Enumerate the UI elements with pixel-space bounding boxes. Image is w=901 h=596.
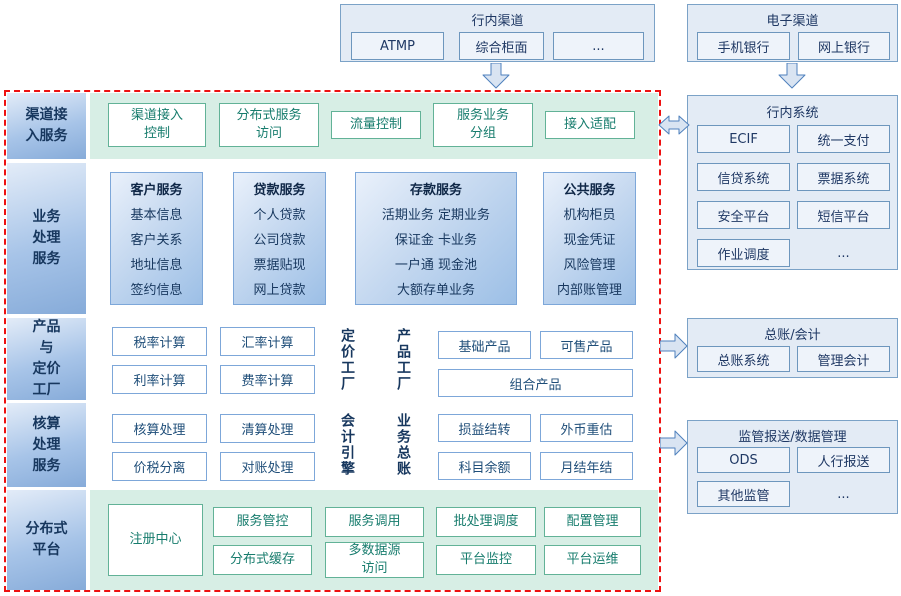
system-job-scheduling-box: 作业调度: [697, 239, 790, 267]
pboc-reporting-box: 人行报送: [797, 447, 890, 473]
sellable-product-box: 可售产品: [540, 331, 633, 359]
pricing-factory-vertical-label: 定价工厂: [339, 328, 355, 392]
row-label-platform: 分布式 平台: [7, 490, 86, 590]
bidirectional-arrow-icon: [658, 115, 690, 135]
panel-item: 大额存单业务: [396, 283, 475, 298]
gl-system-box: 总账系统: [697, 346, 790, 372]
fee-rate-calc-box: 费率计算: [220, 365, 315, 394]
system-ecif-box: ECIF: [697, 125, 790, 153]
fx-revaluation-box: 外币重估: [540, 414, 633, 442]
bank-systems-panel: 行内系统 ECIF 统一支付 信贷系统 票据系统 安全平台 短信平台 作业调度 …: [687, 95, 898, 270]
month-year-end-box: 月结年结: [540, 452, 633, 480]
reconciliation-box: 对账处理: [220, 452, 315, 481]
panel-title: 贷款服务: [253, 183, 306, 198]
multi-datasource-box: 多数据源 访问: [325, 542, 424, 578]
exchange-rate-calc-box: 汇率计算: [220, 327, 315, 356]
panel-item: 客户关系: [130, 233, 183, 248]
channel-access-control-box: 渠道接入 控制: [108, 103, 206, 147]
panel-title: 公共服务: [563, 183, 616, 198]
right-arrow-icon: [660, 333, 688, 359]
panel-item: 内部账管理: [556, 283, 622, 298]
panel-item: 票据贴现: [253, 258, 306, 273]
bank-channels-panel: 行内渠道 ATMP 综合柜面 ...: [340, 4, 655, 62]
flow-control-box: 流量控制: [331, 111, 421, 139]
panel-item: 现金凭证: [563, 233, 616, 248]
panel-title: 客户服务: [130, 183, 183, 198]
public-service-panel: 公共服务 机构柜员 现金凭证 风险管理 内部账管理: [543, 172, 636, 305]
panel-item: 网上贷款: [253, 283, 306, 298]
system-sms-box: 短信平台: [797, 201, 890, 229]
panel-item: 地址信息: [130, 258, 183, 273]
ledger-title: 总账/会计: [764, 328, 821, 343]
service-governance-box: 服务管控: [213, 507, 312, 537]
distributed-cache-box: 分布式缓存: [213, 545, 312, 575]
service-invocation-box: 服务调用: [325, 507, 424, 537]
account-balance-box: 科目余额: [438, 452, 531, 480]
panel-item: 个人贷款: [253, 208, 306, 223]
loan-service-panel: 贷款服务 个人贷款 公司贷款 票据贴现 网上贷款: [233, 172, 326, 305]
down-arrow-icon: [482, 63, 510, 89]
panel-item: 签约信息: [130, 283, 183, 298]
ods-box: ODS: [697, 447, 790, 473]
panel-item: 公司贷款: [253, 233, 306, 248]
pnl-carryover-box: 损益结转: [438, 414, 531, 442]
config-management-box: 配置管理: [544, 507, 641, 537]
panel-item: 一户通 现金池: [394, 258, 478, 273]
platform-operations-box: 平台运维: [544, 545, 641, 575]
product-factory-vertical-label: 产品工厂: [395, 328, 411, 392]
interest-rate-calc-box: 利率计算: [112, 365, 207, 394]
panel-item: 活期业务 定期业务: [381, 208, 491, 223]
service-grouping-box: 服务业务 分组: [433, 103, 533, 147]
management-accounting-box: 管理会计: [797, 346, 890, 372]
bank-systems-title: 行内系统: [766, 106, 819, 121]
system-bills-box: 票据系统: [797, 163, 890, 191]
system-more-ellipsis: ...: [837, 245, 850, 261]
row-label-business: 业务 处理 服务: [7, 163, 86, 314]
channel-item-online-bank: 网上银行: [798, 32, 890, 60]
panel-item: 保证金 卡业务: [394, 233, 478, 248]
regulatory-more-ellipsis: ...: [837, 486, 850, 502]
ledger-panel: 总账/会计 总账系统 管理会计: [687, 318, 898, 378]
distributed-service-access-box: 分布式服务 访问: [219, 103, 319, 147]
access-adaptation-box: 接入适配: [545, 111, 635, 139]
regulatory-panel: 监管报送/数据管理 ODS 人行报送 其他监管 ...: [687, 420, 898, 514]
registry-center-box: 注册中心: [108, 504, 203, 576]
business-ledger-vertical-label: 业务总账: [395, 413, 411, 477]
channel-item-counter: 综合柜面: [459, 32, 544, 60]
e-channels-panel: 电子渠道 手机银行 网上银行: [687, 4, 898, 62]
platform-monitoring-box: 平台监控: [436, 545, 536, 575]
batch-scheduling-box: 批处理调度: [436, 507, 536, 537]
system-unified-payment-box: 统一支付: [797, 125, 890, 153]
down-arrow-icon: [778, 63, 806, 89]
channel-item-atmp: ATMP: [351, 32, 444, 60]
system-security-box: 安全平台: [697, 201, 790, 229]
customer-service-panel: 客户服务 基本信息 客户关系 地址信息 签约信息: [110, 172, 203, 305]
row-label-channel-access: 渠道接 入服务: [7, 93, 86, 159]
channel-item-mobile-bank: 手机银行: [697, 32, 790, 60]
tax-rate-calc-box: 税率计算: [112, 327, 207, 356]
other-regulatory-box: 其他监管: [697, 481, 790, 507]
channel-item-more: ...: [553, 32, 644, 60]
accounting-engine-vertical-label: 会计引擎: [339, 413, 355, 477]
regulatory-title: 监管报送/数据管理: [738, 430, 847, 445]
price-tax-separation-box: 价税分离: [112, 452, 207, 481]
system-credit-box: 信贷系统: [697, 163, 790, 191]
deposit-service-panel: 存款服务 活期业务 定期业务 保证金 卡业务 一户通 现金池 大额存单业务: [355, 172, 517, 305]
clearing-process-box: 清算处理: [220, 414, 315, 443]
row-label-accounting: 核算 处理 服务: [7, 403, 86, 487]
panel-item: 基本信息: [130, 208, 183, 223]
accounting-process-box: 核算处理: [112, 414, 207, 443]
bank-channels-title: 行内渠道: [471, 14, 524, 29]
panel-item: 风险管理: [563, 258, 616, 273]
row-label-pricing: 产品 与 定价 工厂: [7, 318, 86, 400]
panel-item: 机构柜员: [563, 208, 616, 223]
basic-product-box: 基础产品: [438, 331, 531, 359]
combined-product-box: 组合产品: [438, 369, 633, 397]
e-channels-title: 电子渠道: [766, 14, 819, 29]
right-arrow-icon: [660, 430, 688, 456]
panel-title: 存款服务: [409, 183, 462, 198]
